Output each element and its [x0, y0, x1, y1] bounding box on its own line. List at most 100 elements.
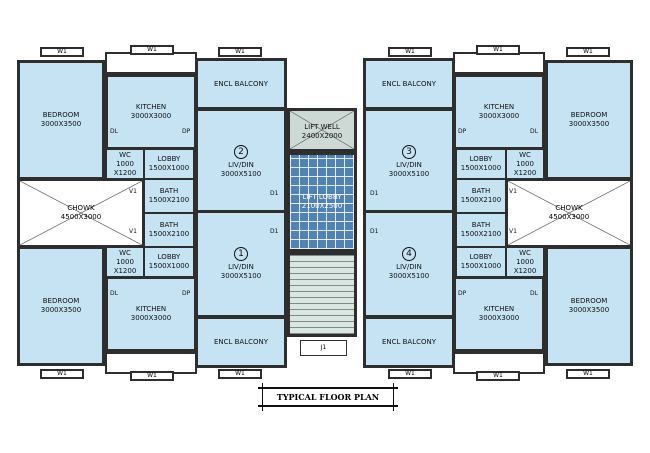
wc-size2: X1200: [113, 168, 137, 177]
lobby-size: 1500X1000: [148, 164, 190, 172]
vent-tag: V1: [129, 228, 137, 235]
vent-tag: V1: [509, 228, 517, 235]
livdin-name: LIV/DIN: [396, 263, 422, 271]
kitchen-size: 3000X3000: [130, 314, 172, 322]
kitchen-size: 3000X3000: [478, 112, 520, 120]
door-tag: DL: [110, 290, 118, 297]
chowk-label: CHOWK: [67, 204, 95, 212]
unit-1-balcony: ENCL BALCONY: [195, 316, 287, 368]
lobby-name: LOBBY: [157, 253, 181, 261]
wc-size: 1000: [516, 257, 534, 266]
window-w1: W1: [566, 369, 610, 379]
lobby-size: 1500X1000: [460, 164, 502, 172]
wc-size: 1000: [516, 159, 534, 168]
door-tag: DL: [530, 290, 538, 297]
window-w1: W1: [40, 369, 84, 379]
livdin-name: LIV/DIN: [228, 263, 254, 271]
bedroom-name: BEDROOM: [570, 297, 608, 305]
window-w1: W1: [388, 369, 432, 379]
livdin-size: 3000X5100: [388, 170, 430, 178]
unit-2-balcony: ENCL BALCONY: [195, 58, 287, 110]
bath-size: 1500X2100: [460, 196, 502, 204]
unit-3-kitchen-window: [453, 52, 545, 74]
bath-size: 1500X2100: [148, 230, 190, 238]
chowk-label: CHOWK: [555, 204, 583, 212]
bedroom-size: 3000X3500: [40, 120, 82, 128]
kitchen-name: KITCHEN: [135, 305, 167, 313]
window-w1: W1: [218, 47, 262, 57]
door-tag: DL: [110, 128, 118, 135]
window-w1: W1: [476, 45, 520, 55]
bath-size: 1500X2100: [148, 196, 190, 204]
bath-name: BATH: [159, 221, 179, 229]
door-tag: DL: [530, 128, 538, 135]
balcony-name: ENCL BALCONY: [213, 337, 269, 346]
window-w1: W1: [130, 45, 174, 55]
unit-number: 1: [234, 247, 248, 261]
window-w1: W1: [40, 47, 84, 57]
balcony-name: ENCL BALCONY: [213, 79, 269, 88]
bath-name: BATH: [159, 187, 179, 195]
unit-2-kitchen-window: [105, 52, 197, 74]
lobby-name: LOBBY: [469, 155, 493, 163]
bedroom-name: BEDROOM: [42, 111, 80, 119]
window-w1: W1: [388, 47, 432, 57]
lift-well: LIFT WELL 2400X2000: [287, 108, 357, 152]
balcony-name: ENCL BALCONY: [381, 79, 437, 88]
window-w1: W1: [130, 371, 174, 381]
wc-name: WC: [519, 150, 531, 159]
wc-size2: X1200: [113, 266, 137, 275]
window-w1: W1: [476, 371, 520, 381]
wc-size: 1000: [116, 159, 134, 168]
wc-name: WC: [519, 248, 531, 257]
door-j1: J1: [300, 340, 347, 356]
lift-lobby-label: LIFT LOBBY: [302, 193, 342, 201]
lobby-name: LOBBY: [469, 253, 493, 261]
wc-size: 1000: [116, 257, 134, 266]
balcony-name: ENCL BALCONY: [381, 337, 437, 346]
staircase: [287, 252, 357, 337]
bath-name: BATH: [471, 187, 491, 195]
kitchen-size: 3000X3000: [478, 314, 520, 322]
bedroom-size: 3000X3500: [568, 306, 610, 314]
lift-well-size: 2400X2000: [301, 132, 343, 140]
door-tag: DP: [182, 290, 191, 297]
bath-name: BATH: [471, 221, 491, 229]
vent-tag: V1: [129, 188, 137, 195]
livdin-size: 3000X5100: [388, 272, 430, 280]
door-tag: DP: [458, 128, 467, 135]
bedroom-size: 3000X3500: [40, 306, 82, 314]
bedroom-name: BEDROOM: [570, 111, 608, 119]
plan-title: TYPICAL FLOOR PLAN: [258, 383, 398, 411]
livdin-size: 3000X5100: [220, 170, 262, 178]
kitchen-name: KITCHEN: [135, 103, 167, 111]
door-tag: D1: [370, 190, 379, 197]
lift-lobby-size: 2100X2500: [301, 202, 343, 210]
bedroom-name: BEDROOM: [42, 297, 80, 305]
livdin-name: LIV/DIN: [396, 161, 422, 169]
door-tag: D1: [270, 190, 279, 197]
unit-number: 3: [402, 145, 416, 159]
vent-tag: V1: [509, 188, 517, 195]
lift-well-label: LIFT WELL: [304, 123, 340, 131]
unit-4-balcony: ENCL BALCONY: [363, 316, 455, 368]
window-w1: W1: [218, 369, 262, 379]
